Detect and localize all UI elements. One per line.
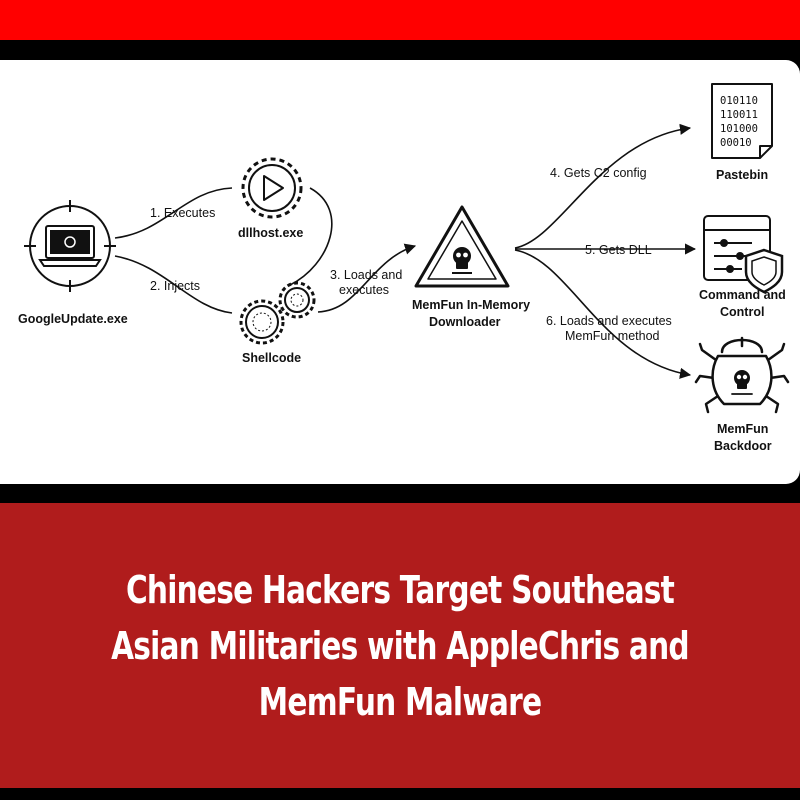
node-shellcode: Shellcode xyxy=(239,281,316,365)
node-label-shellcode: Shellcode xyxy=(242,351,301,365)
node-label-downloader-line1: MemFun In-Memory xyxy=(412,298,530,312)
edge-memfun-method xyxy=(514,249,692,379)
edge-label-gets-dll: 5. Gets DLL xyxy=(585,243,652,257)
edge-executes xyxy=(114,187,233,239)
attack-flow-diagram: 1. Executes 2. Injects 3. Loads and exec… xyxy=(0,60,800,484)
diagram-canvas: 1. Executes 2. Injects 3. Loads and exec… xyxy=(18,83,790,453)
node-label-c2-line2: Control xyxy=(720,305,764,319)
edge-label-injects: 2. Injects xyxy=(150,279,200,293)
edge-loads-executes xyxy=(317,243,417,313)
edge-label-executes: 1. Executes xyxy=(150,206,215,220)
edge-label-memfun-line2: MemFun method xyxy=(565,329,660,343)
edge-label-memfun-line1: 6. Loads and executes xyxy=(546,314,672,328)
edge-labels: 1. Executes 2. Injects 3. Loads and exec… xyxy=(150,166,672,343)
edges xyxy=(114,123,697,379)
node-google-update: GoogleUpdate.exe xyxy=(18,200,128,326)
edge-c2-config xyxy=(514,123,692,249)
article-headline: Chinese Hackers Target Southeast Asian M… xyxy=(111,567,690,724)
node-downloader: MemFun In-Memory Downloader xyxy=(412,205,530,329)
node-label-pastebin: Pastebin xyxy=(716,168,768,182)
bug-skull-icon xyxy=(694,336,790,414)
binary-document-icon: 010110 110011 101000 00010 xyxy=(711,83,773,159)
binary-line: 110011 xyxy=(720,109,758,121)
edge-label-loads-line2: executes xyxy=(339,283,389,297)
gear-play-icon xyxy=(241,157,303,219)
edge-injects xyxy=(114,255,233,314)
gears-icon xyxy=(239,281,316,345)
control-panel-shield-icon xyxy=(703,215,784,294)
node-label-downloader-line2: Downloader xyxy=(429,315,501,329)
edge-dllhost-shellcode xyxy=(289,187,333,286)
binary-line: 101000 xyxy=(720,123,758,135)
node-backdoor: MemFun Backdoor xyxy=(694,336,790,453)
node-label-dllhost: dllhost.exe xyxy=(238,226,303,240)
edge-label-loads-line1: 3. Loads and xyxy=(330,268,402,282)
binary-line: 00010 xyxy=(720,137,752,149)
warning-skull-icon xyxy=(414,205,510,288)
node-dllhost: dllhost.exe xyxy=(238,157,303,240)
headline-panel: Chinese Hackers Target Southeast Asian M… xyxy=(0,503,800,788)
laptop-crosshair-icon xyxy=(24,200,116,292)
node-label-google-update: GoogleUpdate.exe xyxy=(18,312,128,326)
node-label-c2-line1: Command and xyxy=(699,288,786,302)
binary-line: 010110 xyxy=(720,95,758,107)
edge-label-c2-config: 4. Gets C2 config xyxy=(550,166,647,180)
node-c2: Command and Control xyxy=(699,215,786,319)
node-label-backdoor-line2: Backdoor xyxy=(714,439,772,453)
node-pastebin: 010110 110011 101000 00010 Pastebin xyxy=(711,83,773,182)
top-red-bar xyxy=(0,0,800,40)
node-label-backdoor-line1: MemFun xyxy=(717,422,768,436)
